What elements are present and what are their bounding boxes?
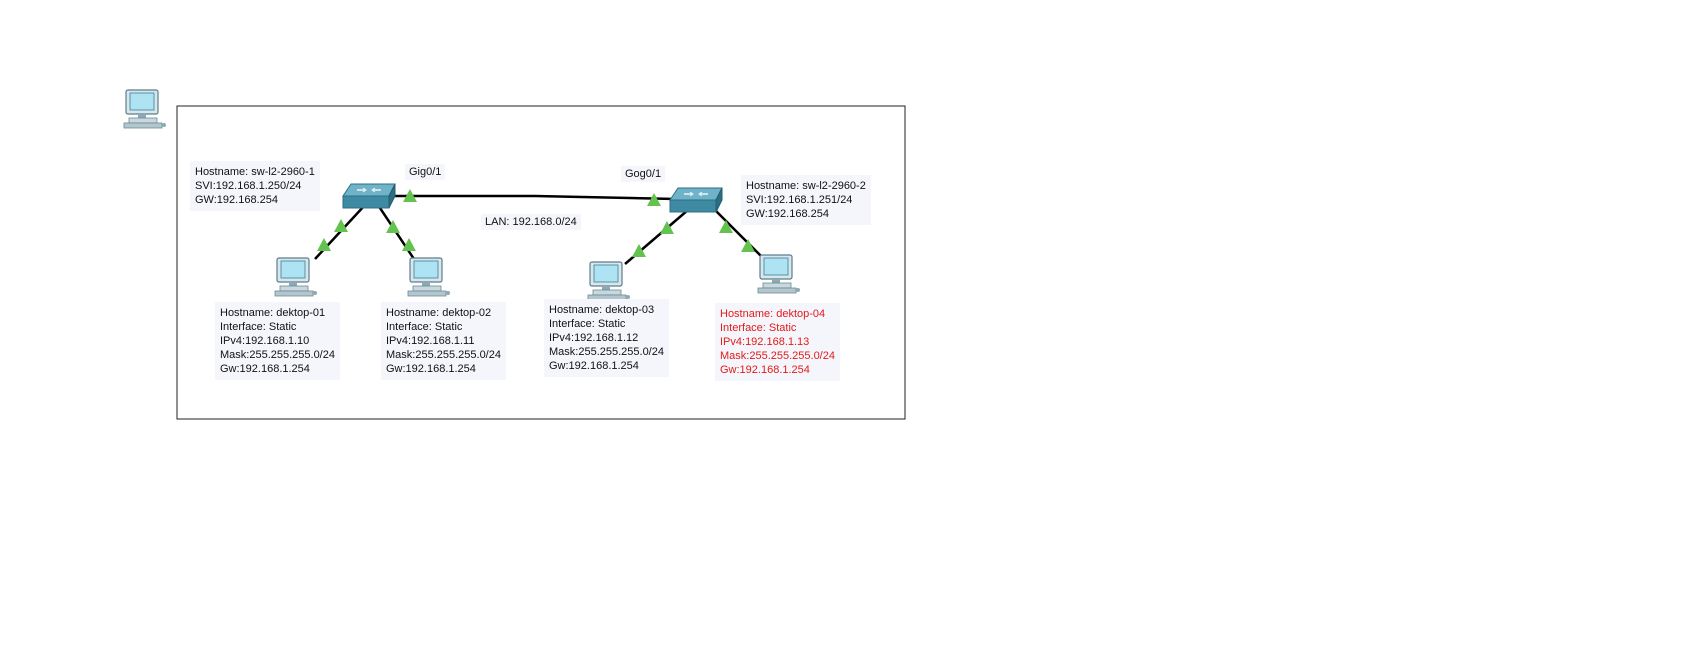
port-label-sw1-uplink: Gig0/1	[405, 164, 446, 180]
link-up-triangle-icon	[402, 238, 416, 251]
pc-hostname: Hostname: dektop-01	[220, 307, 326, 319]
switch-icon[interactable]	[342, 183, 396, 209]
pc-mask: Mask:255.255.255.0/24	[220, 349, 335, 361]
pc-ipv4: IPv4:192.168.1.13	[720, 336, 810, 348]
link-up-triangle-icon	[660, 221, 674, 234]
pc-interface: Interface: Static	[720, 322, 797, 334]
pc-icon[interactable]	[757, 254, 801, 294]
pc-gateway: Gw:192.168.1.254	[220, 363, 310, 375]
link-up-triangle-icon	[334, 219, 348, 232]
link-up-triangle-icon	[386, 220, 400, 233]
link-up-triangle-icon	[741, 239, 755, 252]
pc-gateway: Gw:192.168.1.254	[549, 360, 639, 372]
pc-icon[interactable]	[123, 89, 167, 129]
link-up-triangle-icon	[719, 220, 733, 233]
pc-interface: Interface: Static	[549, 318, 626, 330]
pc-icon[interactable]	[274, 257, 318, 297]
pc-ipv4: IPv4:192.168.1.12	[549, 332, 639, 344]
pc-hostname: Hostname: dektop-02	[386, 307, 492, 319]
pc-gateway: Gw:192.168.1.254	[386, 363, 476, 375]
pc-3-info: Hostname: dektop-03 Interface: Static IP…	[544, 299, 669, 377]
pc-4-info: Hostname: dektop-04 Interface: Static IP…	[715, 303, 840, 381]
trunk-link[interactable]	[384, 194, 677, 201]
switch-gateway: GW:192.168.254	[195, 194, 278, 206]
port-label-sw2-uplink: Gog0/1	[621, 166, 666, 182]
port-indicators	[317, 189, 755, 257]
pc-gateway: Gw:192.168.1.254	[720, 364, 810, 376]
switch-2-info: Hostname: sw-l2-2960-2 SVI:192.168.1.251…	[741, 175, 871, 225]
link-up-triangle-icon	[632, 244, 646, 257]
pc-mask: Mask:255.255.255.0/24	[720, 350, 835, 362]
switch-hostname: Hostname: sw-l2-2960-2	[746, 180, 866, 192]
pc-mask: Mask:255.255.255.0/24	[549, 346, 664, 358]
diagram-frame	[176, 105, 906, 420]
switch-1-info: Hostname: sw-l2-2960-1 SVI:192.168.1.250…	[190, 161, 320, 211]
pc-icon[interactable]	[587, 261, 631, 301]
pc-hostname: Hostname: dektop-04	[720, 308, 826, 320]
pc-interface: Interface: Static	[220, 321, 297, 333]
switch-svi: SVI:192.168.1.250/24	[195, 180, 302, 192]
link-up-triangle-icon	[403, 189, 417, 202]
link-up-triangle-icon	[317, 238, 331, 251]
pc-1-info: Hostname: dektop-01 Interface: Static IP…	[215, 302, 340, 380]
link-up-triangle-icon	[647, 193, 661, 206]
lan-label: LAN: 192.168.0/24	[481, 214, 581, 230]
switch-hostname: Hostname: sw-l2-2960-1	[195, 166, 315, 178]
switch-svi: SVI:192.168.1.251/24	[746, 194, 853, 206]
pc-icon[interactable]	[407, 257, 451, 297]
pc-ipv4: IPv4:192.168.1.11	[386, 335, 475, 347]
switch-icon[interactable]	[669, 187, 723, 213]
pc-interface: Interface: Static	[386, 321, 463, 333]
pc-mask: Mask:255.255.255.0/24	[386, 349, 501, 361]
switch-gateway: GW:192.168.254	[746, 208, 829, 220]
pc-ipv4: IPv4:192.168.1.10	[220, 335, 310, 347]
pc-2-info: Hostname: dektop-02 Interface: Static IP…	[381, 302, 506, 380]
pc-hostname: Hostname: dektop-03	[549, 304, 655, 316]
link-sw2-pc4[interactable]	[714, 209, 767, 262]
